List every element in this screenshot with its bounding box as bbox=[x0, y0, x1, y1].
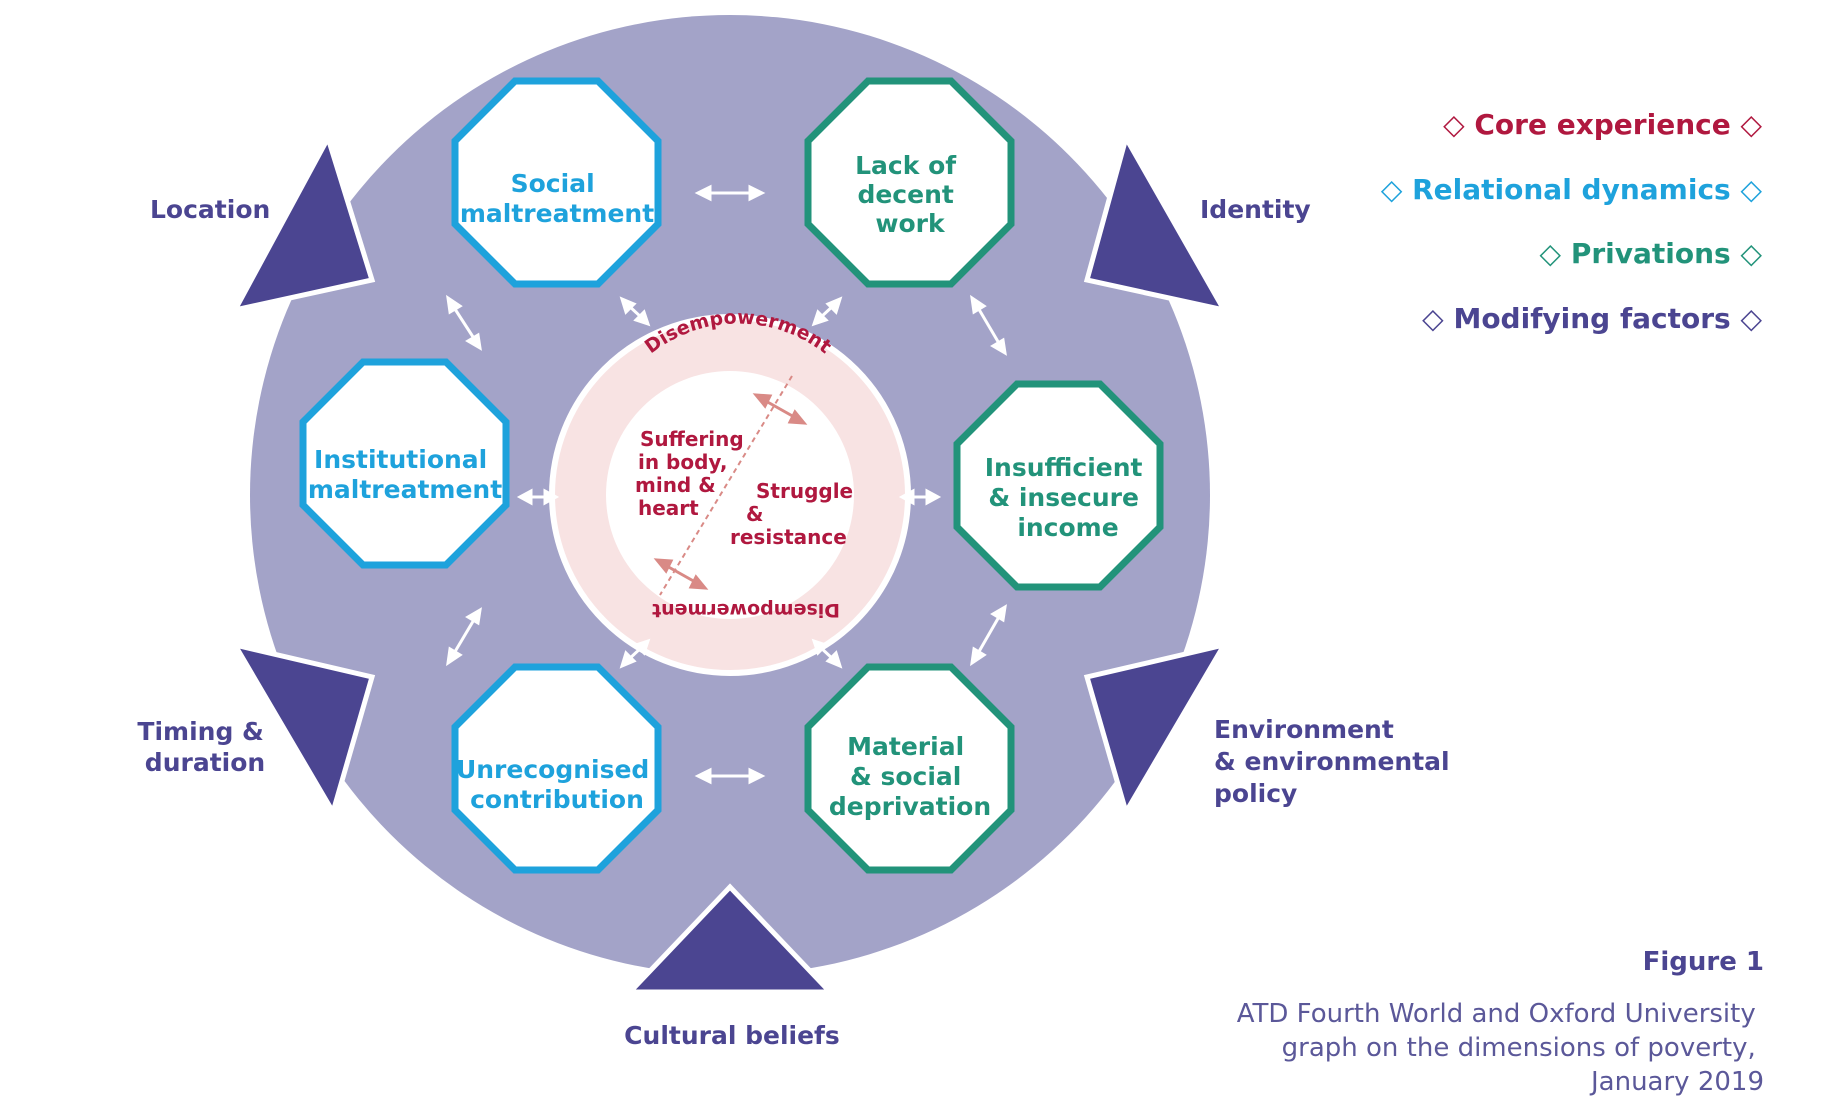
legend: ◇ Core experience ◇ ◇ Relational dynamic… bbox=[1381, 108, 1763, 335]
label-line: Social bbox=[511, 169, 595, 198]
connector-arrows bbox=[446, 184, 1007, 785]
core-inner bbox=[606, 371, 854, 619]
label-line: & insecure bbox=[988, 483, 1139, 512]
octagon-unrecognised-contribution bbox=[451, 663, 662, 874]
label-environment: Environment & environmental policy bbox=[1214, 715, 1458, 808]
label-institutional-maltreatment: Institutional maltreatment bbox=[308, 445, 502, 504]
label-line: Lack of bbox=[855, 151, 957, 180]
modifying-triangles bbox=[229, 131, 1230, 995]
label-material-social-deprivation: Material & social deprivation bbox=[829, 732, 991, 821]
octagon-insufficient-income bbox=[953, 380, 1164, 591]
label-line: Insufficient bbox=[985, 453, 1143, 482]
core-arrows bbox=[653, 393, 808, 590]
core-line: resistance bbox=[730, 525, 847, 549]
octagon-lack-of-decent-work bbox=[804, 77, 1015, 288]
octagon-institutional-maltreatment bbox=[299, 358, 510, 569]
core-divider-line bbox=[659, 375, 793, 596]
label-insufficient-income: Insufficient & insecure income bbox=[985, 453, 1151, 542]
core-struggle: Struggle & resistance bbox=[730, 479, 860, 549]
figure-title: Figure 1 bbox=[1643, 947, 1764, 977]
core-line: in body, bbox=[638, 450, 728, 474]
label-line: Identity bbox=[1200, 195, 1311, 224]
label-line: duration bbox=[145, 748, 265, 777]
label-line: policy bbox=[1214, 779, 1297, 808]
caption-line: graph on the dimensions of poverty, bbox=[1282, 1033, 1756, 1063]
triangle-location bbox=[230, 131, 376, 314]
label-line: Location bbox=[150, 195, 270, 224]
label-line: Cultural beliefs bbox=[624, 1021, 840, 1050]
legend-privations: ◇ Privations ◇ bbox=[1540, 237, 1763, 270]
label-line: Environment bbox=[1214, 715, 1394, 744]
core-line: heart bbox=[638, 496, 699, 520]
label-line: deprivation bbox=[829, 792, 991, 821]
label-timing-duration: Timing & duration bbox=[137, 717, 272, 777]
triangle-cultural bbox=[624, 883, 836, 995]
core-line: & bbox=[746, 502, 763, 526]
label-line: maltreatment bbox=[308, 475, 502, 504]
label-cultural-beliefs: Cultural beliefs bbox=[624, 1021, 840, 1050]
label-line: work bbox=[875, 209, 946, 238]
label-line: & environmental bbox=[1214, 747, 1450, 776]
octagon-material-social-deprivation bbox=[804, 663, 1015, 874]
label-line: Material bbox=[847, 732, 964, 761]
caption-line: January 2019 bbox=[1589, 1067, 1764, 1097]
triangle-identity bbox=[1083, 131, 1229, 314]
label-line: Unrecognised bbox=[456, 755, 649, 784]
triangle-timing bbox=[229, 641, 376, 819]
label-location: Location bbox=[150, 195, 270, 224]
label-lack-of-decent-work: Lack of decent work bbox=[855, 151, 965, 238]
label-line: income bbox=[1017, 513, 1118, 542]
legend-core-experience: ◇ Core experience ◇ bbox=[1443, 108, 1762, 141]
label-line: Timing & bbox=[137, 717, 263, 746]
core-line: mind & bbox=[635, 473, 716, 497]
figure-caption: Figure 1 ATD Fourth World and Oxford Uni… bbox=[1237, 947, 1764, 1097]
ring-label-bottom: Disempowerment bbox=[652, 599, 840, 621]
legend-modifying-factors: ◇ Modifying factors ◇ bbox=[1422, 302, 1762, 335]
label-line: decent bbox=[857, 180, 953, 209]
label-unrecognised-contribution: Unrecognised contribution bbox=[456, 755, 658, 814]
triangle-environment bbox=[1083, 641, 1230, 819]
core-suffering: Suffering in body, mind & heart bbox=[635, 427, 751, 520]
label-line: Institutional bbox=[314, 445, 487, 474]
core-line: Suffering bbox=[640, 427, 744, 451]
figure-caption-text: ATD Fourth World and Oxford University g… bbox=[1237, 999, 1764, 1097]
label-line: maltreatment bbox=[460, 199, 654, 228]
caption-line: ATD Fourth World and Oxford University bbox=[1237, 999, 1756, 1029]
octagon-social-maltreatment bbox=[451, 77, 662, 288]
label-line: contribution bbox=[470, 785, 644, 814]
label-identity: Identity bbox=[1200, 195, 1311, 224]
legend-relational-dynamics: ◇ Relational dynamics ◇ bbox=[1381, 173, 1763, 206]
core-line: Struggle bbox=[756, 479, 853, 503]
label-line: & social bbox=[850, 762, 961, 791]
label-social-maltreatment: Social maltreatment bbox=[460, 169, 654, 228]
ring-label-bottom-text: Disempowerment bbox=[652, 599, 840, 621]
